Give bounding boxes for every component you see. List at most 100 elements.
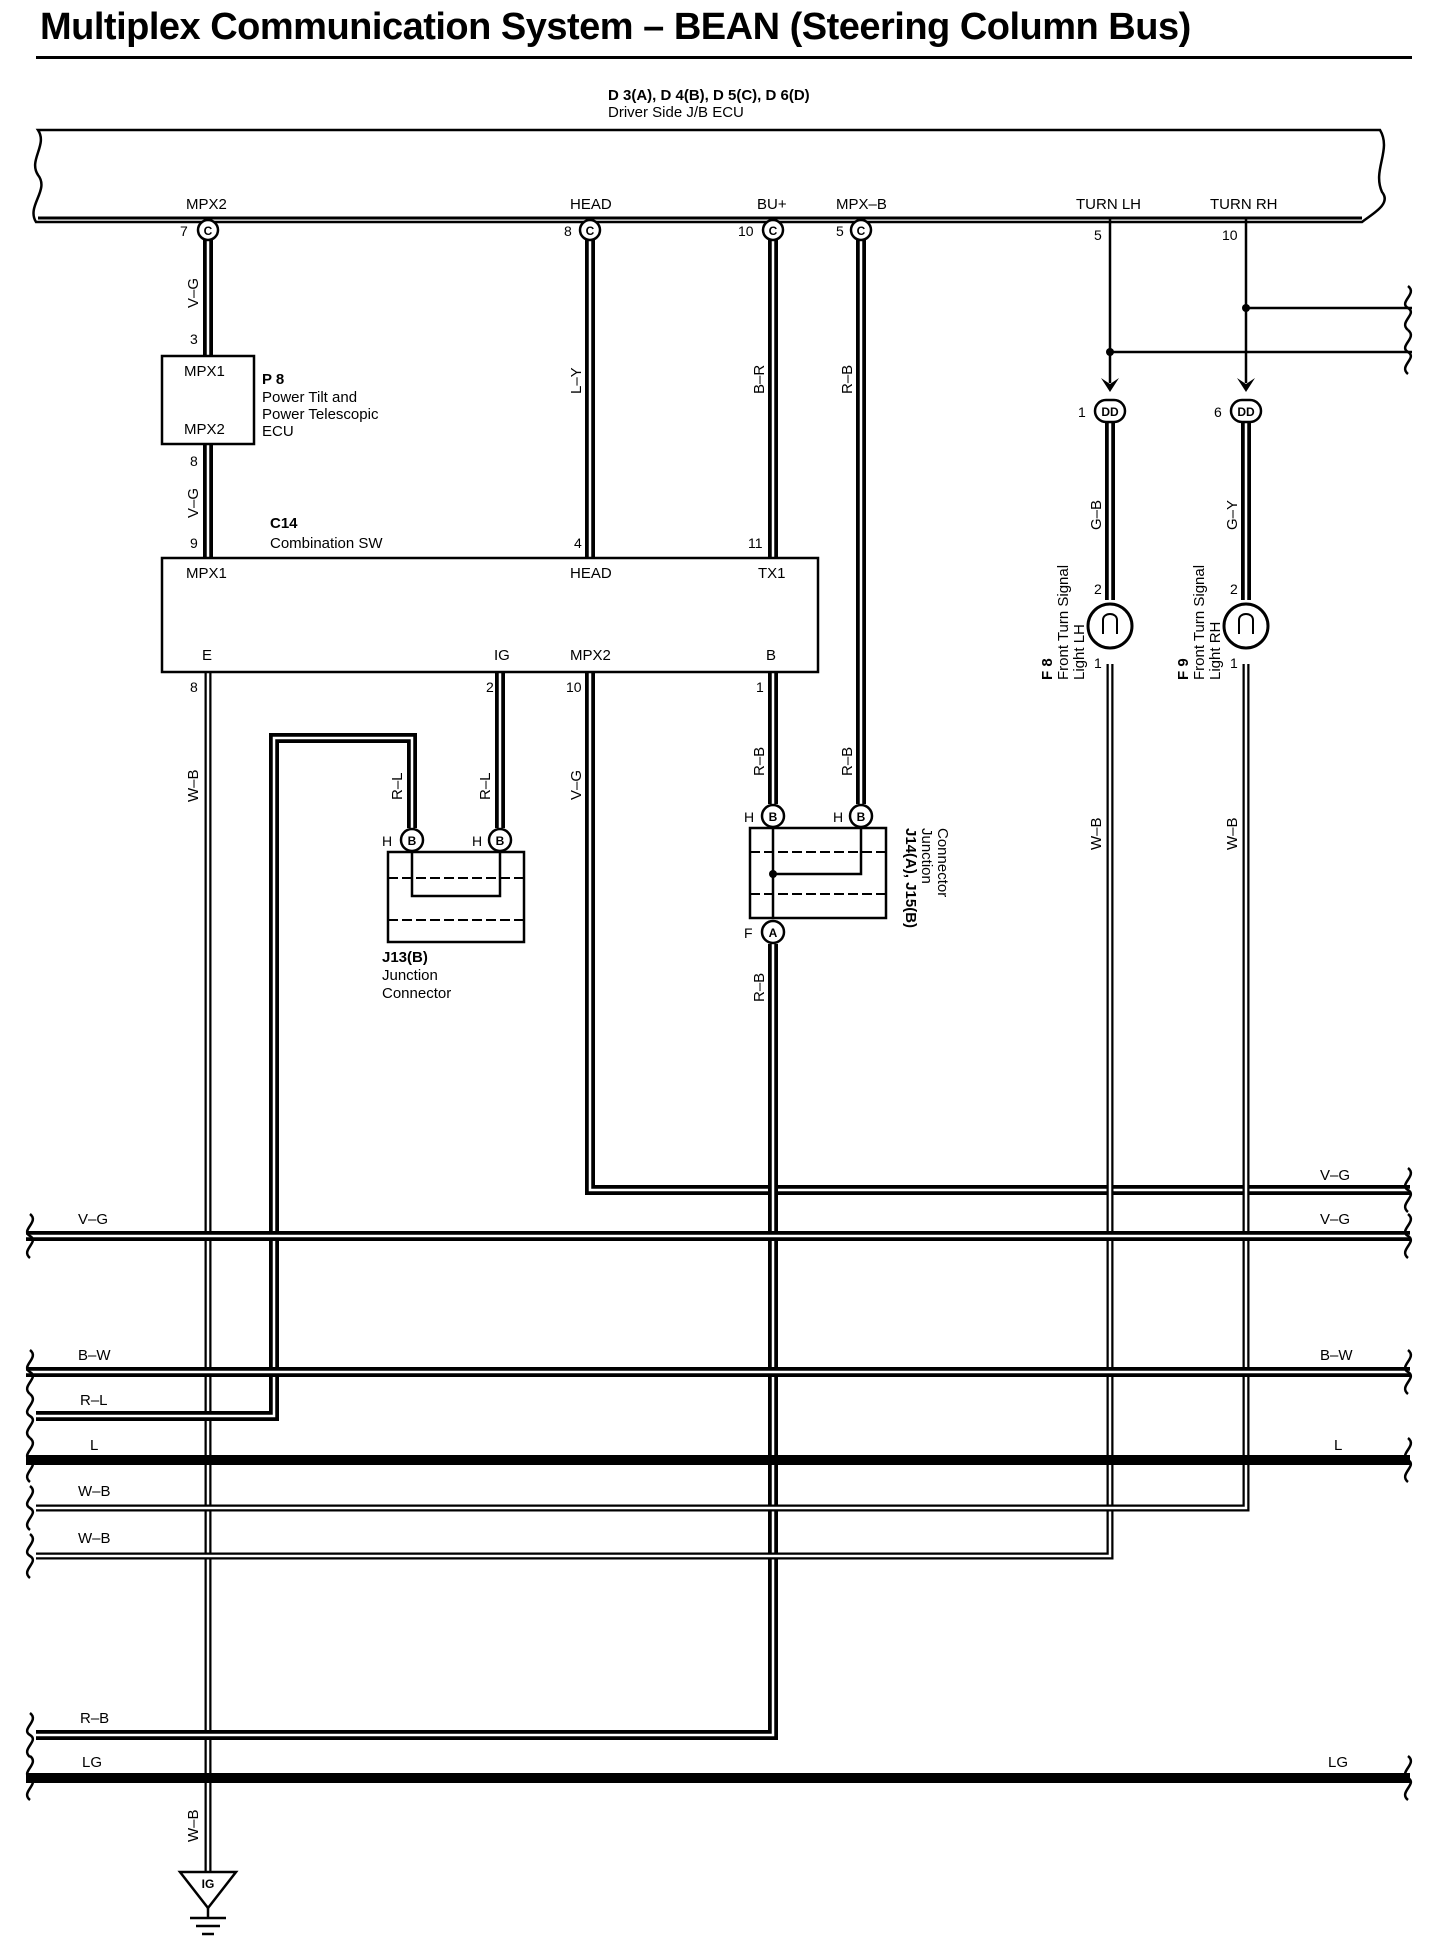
j13-junction-connector: J13(B) Junction Connector H H [382,833,526,1002]
f9-name-2: Light RH [1207,622,1224,680]
p8-power-tilt-ecu: MPX1 MPX2 P 8 Power Tilt and Power Teles… [160,331,379,469]
c14-term-e: E [202,647,212,664]
wire-label-f9-feed: G–Y [1224,500,1241,530]
j14-name-2: Connector [934,828,951,897]
j13-name-2: Connector [382,985,451,1002]
harness-label-left-lg: LG [82,1754,102,1771]
harness-label-left-w-b-1: W–B [78,1483,111,1500]
wire-rl-j13-harness [36,733,417,1421]
ecu-term-mpx2: MPX2 [186,196,227,213]
c14-pin-head: 4 [574,535,582,551]
j13-conn-left: B [408,834,417,848]
f8-pin-top: 2 [1094,581,1102,597]
j14-conn-top-right: B [857,810,866,824]
p8-name-1: Power Tilt and [262,389,357,406]
j14-conn-top-left: B [769,810,778,824]
f8-code: F 8 [1039,658,1056,680]
wire-label-f9-ground: W–B [1224,817,1241,850]
j14-pin-top-left: H [744,809,754,825]
splice-turn-lh [1106,348,1114,356]
p8-code: P 8 [262,371,284,388]
ecu-pin-head: 8 [564,223,572,239]
j14-code: J14(A), J15(B) [902,828,919,928]
wire-label-b-out: R–B [751,747,768,776]
harness-label-left-v-g: V–G [78,1211,108,1228]
c14-term-b: B [766,647,776,664]
ecu-connector-bu: C 10 [738,218,785,242]
p8-name-2: Power Telescopic [262,406,379,423]
c14-term-mpx1: MPX1 [186,565,227,582]
f9-conn: DD [1237,405,1255,419]
wire-mpx2-c14-harness [585,672,1410,1195]
j13-code: J13(B) [382,949,428,966]
c14-code: C14 [270,515,298,532]
ecu-connector-head: C 8 [564,218,602,242]
ecu-pin-mpxb: 5 [836,223,844,239]
ground-symbol: IG [177,1870,239,1936]
f9-pin-bottom: 1 [1230,655,1238,671]
f8-connector-dd: DD 1 [1078,398,1127,424]
ecu-conn-head: C [586,224,595,238]
c14-pin-tx1: 11 [748,535,763,551]
wire-label-f8-feed: G–B [1088,500,1105,530]
ecu-term-turn-rh: TURN RH [1210,196,1278,213]
f8-name-2: Light LH [1071,624,1088,680]
j13-name-1: Junction [382,967,438,984]
j13-pin-left: H [382,833,392,849]
harness-label-right-lg: LG [1328,1754,1348,1771]
j13-conn-right: B [496,834,505,848]
p8-term-top: MPX1 [184,363,225,380]
f8-pin-bottom: 1 [1094,655,1102,671]
wire-label-f8-ground: W–B [1088,817,1105,850]
harness-label-right-v-g-1: V–G [1320,1167,1350,1184]
j14-conn-bottom: A [769,926,778,940]
f9-conn-pin: 6 [1214,404,1222,420]
ecu-pin-mpx2: 7 [180,223,188,239]
wire-label-mpx2-out: V–G [568,770,585,800]
wire-label-mpxb: R–B [839,365,856,394]
ecu-conn-mpxb: C [857,224,866,238]
wire-label-ig-right: R–L [477,772,494,800]
ecu-pin-turn-lh: 5 [1094,227,1102,243]
f8-conn: DD [1101,405,1119,419]
ecu-conn-mpx2: C [204,224,213,238]
harness-label-right-v-g-2: V–G [1320,1211,1350,1228]
ecu-conn-bu: C [769,224,778,238]
wire-label-bu: B–R [751,365,768,394]
f8-front-turn-signal-lh: 2 1 F 8 Front Turn Signal Light LH [1039,565,1134,680]
j14-name-1: Junction [918,828,935,884]
wire-label-ig-left: R–L [389,772,406,800]
wire-label-mpx2-upper: V–G [185,278,202,308]
c14-pin-mpx2: 10 [566,679,582,695]
c14-term-mpx2: MPX2 [570,647,611,664]
j13-connector-right: B [487,827,513,853]
ecu-pin-bu: 10 [738,223,754,239]
j13-connector-left: B [399,827,425,853]
wire-f9-ground [36,664,1250,1512]
ecu-pin-turn-rh: 10 [1222,227,1238,243]
wire-label-mpx2-lower: V–G [185,488,202,518]
c14-term-ig: IG [494,647,510,664]
c14-name: Combination SW [270,535,383,552]
harness-label-left-r-b: R–B [80,1710,109,1727]
harness-label-left-r-l: R–L [80,1392,108,1409]
p8-name-3: ECU [262,423,294,440]
ground-label: IG [202,1877,215,1891]
c14-pin-b: 1 [756,679,764,695]
f9-code: F 9 [1175,658,1192,680]
j14-pin-bottom: F [744,925,753,941]
ecu-term-mpxb: MPX–B [836,196,887,213]
title-rule [36,56,1412,59]
ecu-term-turn-lh: TURN LH [1076,196,1141,213]
wire-label-ground-e: W–B [185,769,202,802]
ecu-connector-mpxb: C 5 [836,218,873,242]
wire-label-j14-right: R–B [839,747,856,776]
ecu-term-bu: BU+ [757,196,787,213]
c14-pin-e: 8 [190,679,198,695]
f9-connector-dd: DD 6 [1214,398,1263,424]
j14-pin-top-right: H [833,809,843,825]
f8-name-1: Front Turn Signal [1055,565,1072,680]
wire-label-head: L–Y [568,367,585,394]
p8-pin-bottom: 8 [190,453,198,469]
